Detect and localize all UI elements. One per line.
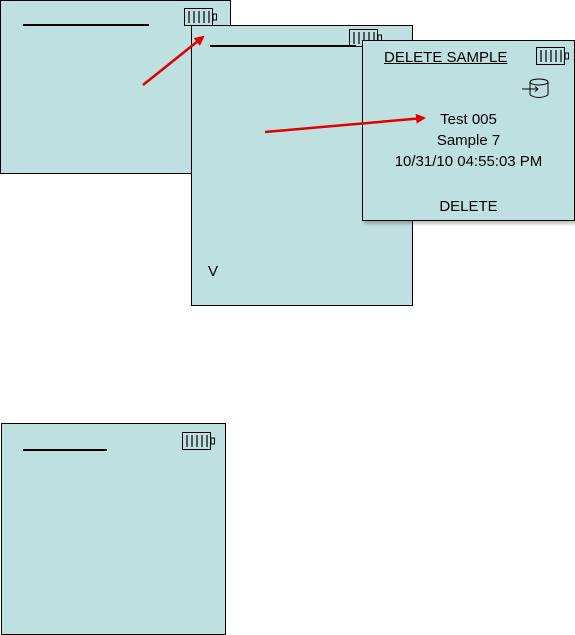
screen-after-delete (1, 423, 226, 635)
test-name: Test 005 (440, 111, 497, 128)
battery-icon (182, 432, 215, 450)
dialog-title: DELETE SAMPLE (384, 49, 508, 66)
delete-sample-dialog: DELETE SAMPLE Test 005 Sample 7 10/31/10… (362, 40, 575, 221)
data-log-icon (522, 78, 552, 100)
battery-icon (536, 47, 569, 65)
title-bar (23, 449, 107, 451)
title-bar (23, 24, 149, 26)
title-bar (210, 45, 356, 47)
sample-timestamp: 10/31/10 04:55:03 PM (394, 153, 543, 170)
sample-name: Sample 7 (436, 132, 501, 149)
delete-button[interactable]: DELETE (439, 198, 498, 215)
scroll-down-indicator[interactable]: V (208, 263, 219, 280)
battery-icon (184, 8, 217, 26)
